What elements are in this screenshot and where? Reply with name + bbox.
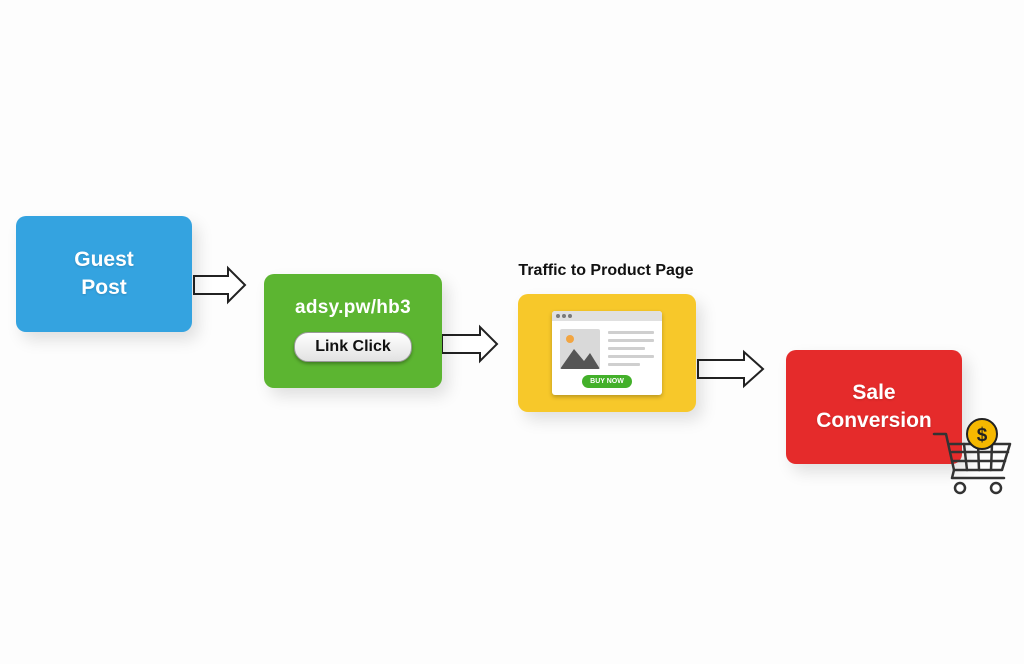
- dollar-coin-icon: $: [966, 418, 998, 450]
- sale-line1: Sale: [852, 381, 896, 404]
- guest-post-line1: Guest: [74, 248, 134, 271]
- buy-now-button[interactable]: BUY NOW: [582, 375, 632, 388]
- link-click-box: adsy.pw/hb3 Link Click: [264, 274, 442, 388]
- arrow-link-to-traffic: [441, 324, 499, 364]
- sale-line2: Conversion: [816, 409, 932, 432]
- text-line: [608, 339, 654, 342]
- browser-dot: [568, 314, 572, 318]
- text-lines: [608, 331, 654, 371]
- sale-conversion-box: Sale Conversion: [786, 350, 962, 464]
- text-line: [608, 347, 645, 350]
- browser-dot: [562, 314, 566, 318]
- text-line: [608, 355, 654, 358]
- short-url-text: adsy.pw/hb3: [295, 297, 411, 318]
- coin-symbol: $: [977, 425, 988, 446]
- arrow-guest-to-link: [193, 265, 247, 305]
- link-click-button[interactable]: Link Click: [294, 332, 412, 362]
- traffic-box: BUY NOW: [518, 294, 696, 412]
- arrow-traffic-to-sale: [697, 349, 765, 389]
- browser-title-bar: [552, 311, 662, 321]
- text-line: [608, 331, 654, 334]
- browser-dot: [556, 314, 560, 318]
- image-placeholder-icon: [560, 329, 600, 369]
- guest-post-box: Guest Post: [16, 216, 192, 332]
- text-line: [608, 363, 641, 366]
- mountain-image-icon: [560, 335, 600, 369]
- traffic-caption: Traffic to Product Page: [518, 262, 694, 279]
- guest-post-line2: Post: [81, 276, 127, 299]
- browser-window-icon: BUY NOW: [552, 311, 662, 395]
- shopping-cart-icon: $: [932, 418, 1012, 495]
